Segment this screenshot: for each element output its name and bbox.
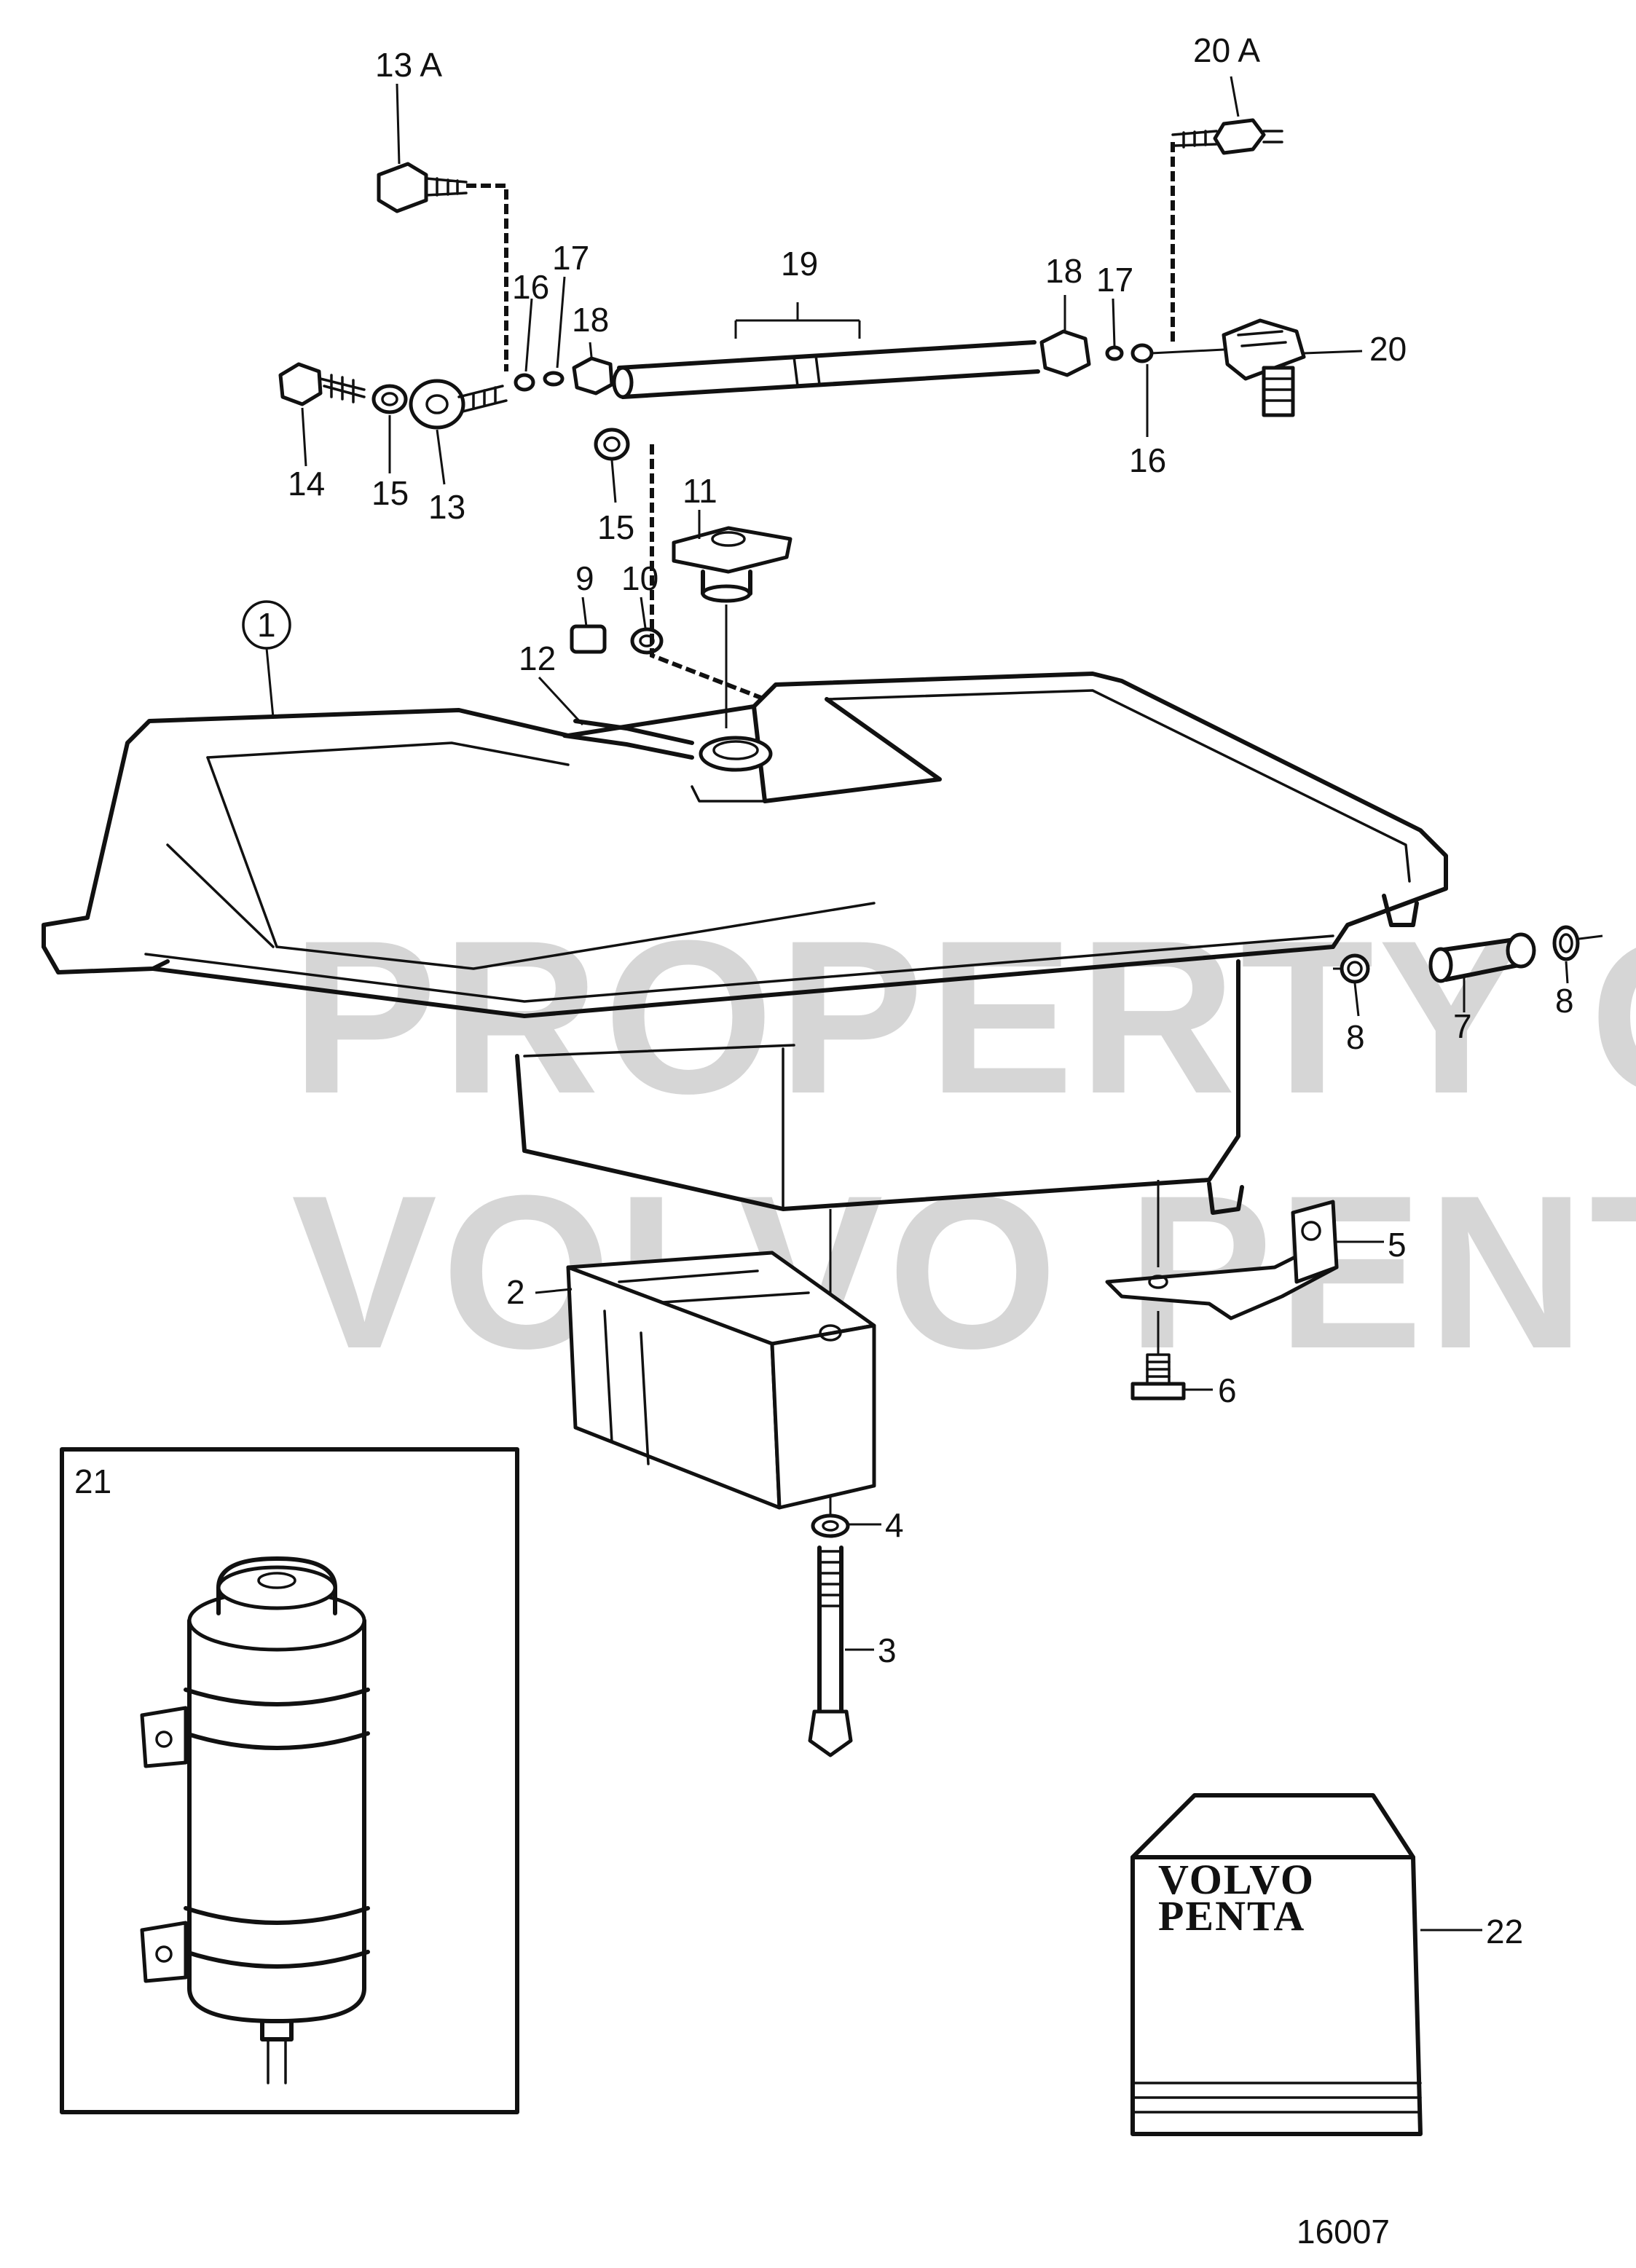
callout-16-right: 16 bbox=[1129, 441, 1166, 479]
logo-line-2: PENTA bbox=[1158, 1892, 1305, 1940]
callout-9: 9 bbox=[575, 559, 594, 597]
callout-4: 4 bbox=[885, 1506, 904, 1544]
assembly-lines bbox=[466, 142, 1603, 1515]
callout-22: 22 bbox=[1486, 1913, 1523, 1950]
callout-6: 6 bbox=[1218, 1371, 1237, 1409]
callout-5: 5 bbox=[1388, 1226, 1407, 1264]
callout-labels: 13 A 20 A 17 16 18 19 18 17 20 16 14 15 … bbox=[74, 31, 1574, 2251]
inset-21 bbox=[60, 1447, 519, 2114]
callout-13a: 13 A bbox=[375, 46, 442, 84]
assembly-line-13a bbox=[466, 184, 508, 371]
filler-cap bbox=[672, 526, 793, 603]
bracket-5 bbox=[1105, 1200, 1339, 1401]
callout-18-right: 18 bbox=[1045, 252, 1082, 290]
callout-13: 13 bbox=[428, 488, 465, 526]
watermark-line-2: VOLVO PENTA bbox=[291, 1149, 1636, 1394]
callout-3: 3 bbox=[878, 1631, 897, 1669]
expansion-tank bbox=[42, 672, 1448, 1215]
callout-19: 19 bbox=[781, 245, 818, 283]
callout-20: 20 bbox=[1369, 330, 1407, 368]
callout-21: 21 bbox=[74, 1462, 111, 1500]
right-fittings bbox=[1039, 118, 1306, 417]
callout-8-right: 8 bbox=[1555, 982, 1574, 1020]
callout-11: 11 bbox=[683, 472, 717, 510]
callout-14: 14 bbox=[288, 465, 325, 503]
bolt-and-washer bbox=[808, 1513, 853, 1757]
support-bracket-2 bbox=[566, 1251, 876, 1510]
callout-15-left: 15 bbox=[371, 474, 409, 512]
watermark: PROPERTY OF VOLVO PENTA bbox=[291, 894, 1636, 1394]
callout-16-left: 16 bbox=[512, 268, 549, 306]
callout-10: 10 bbox=[621, 559, 658, 597]
callout-17-left: 17 bbox=[552, 239, 589, 277]
banjo-fitting-13a bbox=[377, 162, 468, 213]
package-22: VOLVO PENTA bbox=[1130, 1793, 1423, 2136]
left-fittings bbox=[278, 356, 630, 461]
spacer-and-orings bbox=[1340, 925, 1580, 984]
callout-12: 12 bbox=[519, 639, 556, 677]
logo-line-1: VOLVO bbox=[1158, 1856, 1315, 1903]
hose-and-plug bbox=[562, 624, 694, 760]
figure-number: 16007 bbox=[1297, 2213, 1390, 2251]
callout-20a: 20 A bbox=[1193, 31, 1260, 69]
pipe-19 bbox=[612, 302, 1040, 399]
callout-leaders bbox=[301, 76, 1569, 1932]
callout-17-right: 17 bbox=[1096, 261, 1133, 299]
callout-8-left: 8 bbox=[1346, 1018, 1365, 1056]
callout-18-left: 18 bbox=[572, 301, 609, 339]
callout-2: 2 bbox=[506, 1273, 525, 1311]
callout-7: 7 bbox=[1453, 1007, 1472, 1045]
callout-1: 1 bbox=[257, 606, 276, 644]
watermark-line-1: PROPERTY OF bbox=[291, 894, 1636, 1139]
callout-15-center: 15 bbox=[597, 508, 634, 546]
